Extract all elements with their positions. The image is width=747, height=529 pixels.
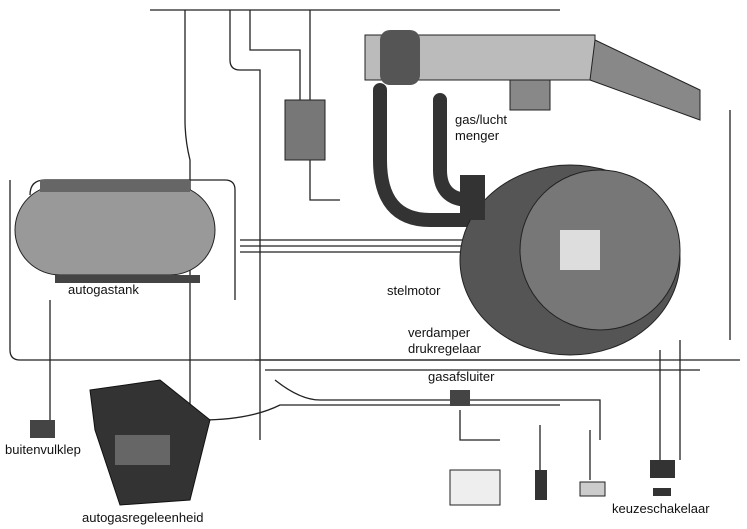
label-mixer-2: menger [455,128,500,143]
label-tank: autogastank [68,282,139,297]
shutoff-valve [450,390,470,406]
battery [449,469,501,506]
fuel-line-left [9,180,600,361]
label-shutoff: gasafsluiter [428,369,495,384]
label-vaporizer-2: drukregelaar [408,341,481,356]
label-selector: keuzeschakelaar [612,501,710,516]
actuator-drawing [460,175,485,220]
vaporizer-drawing [459,164,681,356]
coil [535,470,547,500]
relay-box [284,99,326,161]
selector-switch [653,488,671,496]
fill-valve [30,420,55,438]
label-control-unit: autogasregeleenheid [82,510,204,525]
fuse [579,481,606,497]
label-actuator: stelmotor [387,283,441,298]
label-vaporizer-1: verdamper [408,325,471,340]
lpg-tank-drawing [14,180,216,283]
tank-pipe [29,179,236,300]
switch-plug [650,460,675,478]
label-mixer-1: gas/lucht [455,112,508,127]
wire-1 [184,10,191,430]
wire-4 [309,10,340,201]
control-unit-drawing [89,379,211,506]
wire-3 [249,10,301,100]
wire-2 [229,10,261,440]
label-fill-valve: buitenvulklep [5,442,81,457]
intake-manifold-drawing [364,30,701,121]
